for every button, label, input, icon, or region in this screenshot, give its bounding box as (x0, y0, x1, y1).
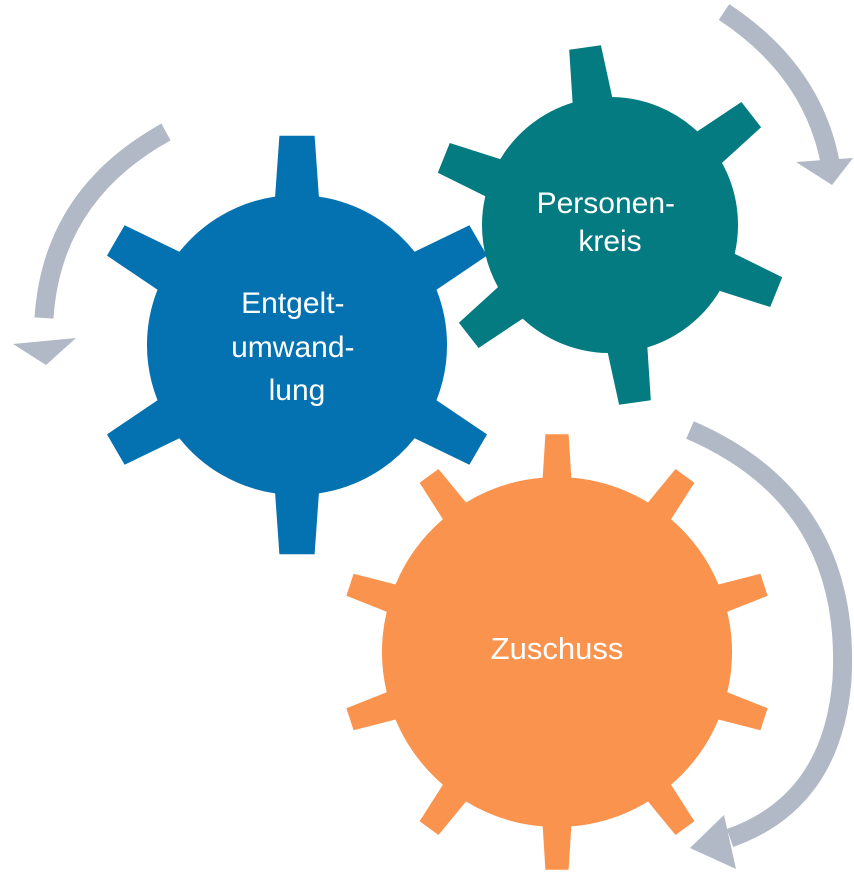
gear-personenkreis-line-2: kreis (578, 225, 641, 258)
rotation-arrow-top (718, 4, 840, 164)
gear-personenkreis-line-1: Personen- (537, 187, 675, 220)
gear-entgeltumwandlung-line-1: Entgelt- (241, 287, 344, 320)
gear-zuschuss-label: Zuschuss (491, 631, 624, 666)
rotation-arrows (13, 4, 853, 869)
gear-personenkreis-label: Personen- kreis (537, 187, 684, 258)
gear-personenkreis: Personen- kreis (437, 45, 783, 405)
rotation-arrow-left-head (13, 338, 76, 365)
rotation-arrow-right-head (690, 815, 736, 869)
gear-personenkreis-shape (437, 45, 783, 405)
gear-zuschuss-shape (346, 434, 768, 870)
gear-zuschuss: Zuschuss (346, 434, 768, 870)
gear-zuschuss-line-1: Zuschuss (491, 631, 624, 666)
rotation-arrow-left (34, 123, 171, 319)
gear-entgeltumwandlung-label: Entgelt- umwand- lung (231, 287, 363, 407)
rotation-arrow-right (686, 421, 853, 847)
gear-entgeltumwandlung-line-3: lung (269, 374, 326, 407)
gear-entgeltumwandlung: Entgelt- umwand- lung (107, 135, 487, 555)
gear-entgeltumwandlung-shape (107, 135, 487, 555)
rotation-arrow-top-head (796, 158, 853, 185)
gear-entgeltumwandlung-line-2: umwand- (231, 331, 354, 364)
